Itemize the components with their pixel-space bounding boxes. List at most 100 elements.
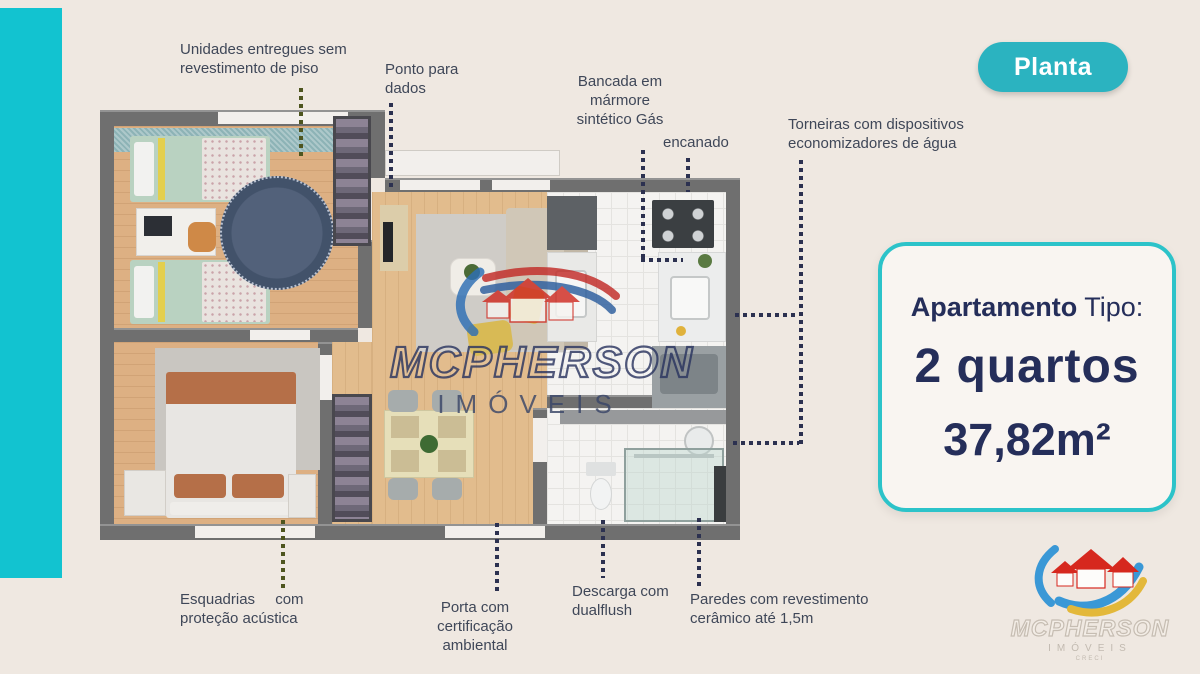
mcpherson-watermark-icon — [455, 267, 620, 336]
dining-chair — [432, 478, 462, 500]
card-rooms-value: 2 quartos — [914, 340, 1140, 393]
wall — [560, 178, 740, 192]
callout-line: Paredes com revestimento — [690, 591, 869, 608]
callout-unidades: Unidades entregues sem revestimento de p… — [180, 40, 360, 78]
leader-line-torneiras — [799, 160, 803, 447]
shower-rail — [634, 454, 714, 458]
wall — [726, 178, 740, 540]
kitchen-cabinet — [547, 196, 597, 250]
callout-line: Bancada em — [577, 73, 663, 90]
desk-monitor — [144, 216, 172, 236]
leader-line-torneiras — [733, 441, 799, 445]
bathroom-niche — [714, 466, 726, 522]
callout-porta: Porta com certificação ambiental — [420, 598, 530, 655]
planta-badge-label: Planta — [1013, 52, 1093, 81]
callout-line: encanado — [663, 134, 729, 151]
leader-line-bancada — [641, 258, 683, 262]
leader-line-paredes — [697, 518, 701, 586]
callout-line: mármore — [589, 92, 650, 110]
callout-line: Descarga com — [572, 583, 669, 600]
leader-line-ponto-dados — [389, 103, 393, 189]
planta-badge[interactable]: Planta — [978, 42, 1128, 92]
callout-line: Unidades entregues sem — [180, 41, 347, 58]
callout-line: proteção acústica — [180, 610, 298, 628]
leader-line-bancada — [641, 150, 645, 262]
callout-bancada: Bancada em mármore sintético Gás — [555, 72, 685, 129]
leader-line-esquadrias — [281, 520, 285, 588]
door-opening — [533, 418, 547, 462]
placemat — [391, 450, 419, 472]
callout-line: Esquadrias com — [180, 591, 304, 608]
callout-torneiras: Torneiras com dispositivos economizadore… — [788, 115, 988, 153]
card-area-value: 37,82m² — [943, 414, 1111, 465]
toilet — [590, 478, 612, 510]
leader-line-encanado — [686, 158, 690, 192]
kitchen-sink — [670, 276, 710, 320]
bathroom-shelf — [560, 410, 726, 424]
nightstand — [288, 474, 316, 518]
desk-chair — [188, 222, 216, 252]
watermark-subtitle: IMÓVEIS — [437, 389, 623, 419]
balcony-ledge — [385, 150, 560, 176]
round-rug — [220, 176, 334, 290]
window-opening — [492, 180, 550, 190]
centerpiece-plant — [420, 435, 438, 453]
wall — [370, 110, 385, 178]
callout-ponto-dados: Ponto para dados — [385, 60, 495, 98]
nightstand — [124, 470, 166, 516]
door-opening — [250, 330, 310, 340]
window-opening — [400, 180, 480, 190]
leader-line-torneiras — [735, 313, 799, 317]
pillow — [134, 142, 154, 196]
mcpherson-footer-logo: MCPHERSON IMÓVEIS CRECI — [1005, 545, 1175, 662]
dining-chair — [388, 478, 418, 500]
wardrobe — [333, 116, 371, 246]
placemat — [438, 450, 466, 472]
card-title-bold: Apartamento — [910, 292, 1078, 322]
placemat — [438, 416, 466, 438]
mcpherson-logo-icon — [1034, 545, 1147, 617]
plant — [698, 254, 712, 268]
fruit — [676, 326, 686, 336]
footer-logo-creci: CRECI — [1075, 656, 1105, 662]
card-title-light: Tipo: — [1084, 292, 1144, 322]
wardrobe — [332, 394, 372, 522]
callout-descarga: Descarga com dualflush — [572, 582, 682, 620]
callout-paredes: Paredes com revestimento cerâmico até 1,… — [690, 590, 880, 628]
watermark-brand: MCPHERSON — [389, 337, 695, 388]
shower-box — [624, 448, 724, 522]
wall — [114, 328, 358, 342]
bed-stripe — [158, 138, 165, 200]
window-opening — [218, 112, 348, 124]
callout-line: Torneiras com dispositivos — [788, 116, 964, 133]
card-title: Apartamento Tipo: — [882, 292, 1172, 323]
callout-line: economizadores de água — [788, 135, 957, 153]
callout-line: Ponto para — [385, 61, 459, 78]
leader-line-descarga — [601, 520, 605, 578]
pillow — [174, 474, 226, 498]
wall — [358, 240, 372, 328]
callout-line: Porta com — [440, 599, 510, 616]
callout-line: revestimento de piso — [180, 60, 319, 78]
bed-throw — [166, 372, 296, 404]
gas-stove — [652, 200, 714, 248]
door-opening — [318, 355, 332, 400]
floor-plan — [100, 110, 740, 540]
footer-logo-brand: MCPHERSON — [1010, 614, 1170, 641]
placemat — [391, 416, 419, 438]
toilet-tank — [586, 462, 616, 476]
washer-door — [660, 354, 718, 394]
callout-line: sintético Gás — [576, 111, 664, 129]
bed-stripe — [158, 262, 165, 322]
dining-chair — [388, 390, 418, 412]
callout-line: cerâmico até 1,5m — [690, 610, 814, 628]
window-opening — [195, 526, 315, 538]
wall — [100, 110, 114, 540]
mcpherson-watermark: MCPHERSON IMÓVEIS — [389, 266, 695, 420]
callout-line: certificação — [437, 618, 513, 636]
pillow — [134, 266, 154, 318]
tv — [383, 222, 393, 262]
footer-logo-subtitle: IMÓVEIS — [1048, 643, 1132, 654]
callout-encanado: encanado — [663, 133, 729, 152]
